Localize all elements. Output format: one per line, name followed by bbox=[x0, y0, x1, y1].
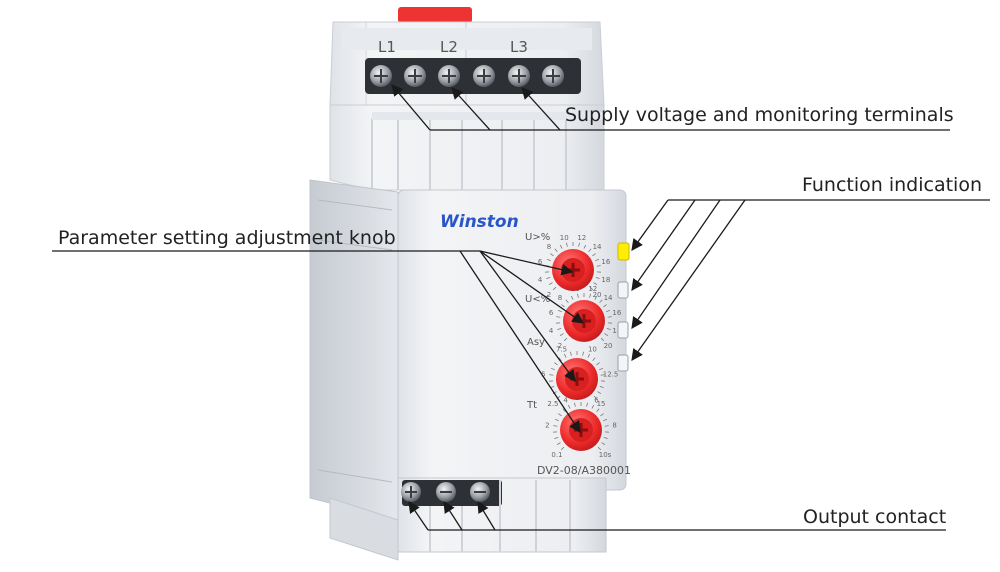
knob-label-overvoltage: U>% bbox=[525, 232, 550, 243]
knob-scale-label: 18 bbox=[601, 276, 610, 284]
knob-scale-label: 12.5 bbox=[603, 371, 619, 379]
led-relay bbox=[618, 282, 628, 298]
knob-scale-label: 14 bbox=[593, 243, 602, 251]
led-power bbox=[618, 243, 629, 260]
knob-scale-label: 6 bbox=[549, 309, 554, 317]
screw-2[interactable] bbox=[404, 65, 426, 87]
knob-scale-label: 16 bbox=[601, 258, 610, 266]
callout-function-indication: Function indication bbox=[802, 174, 982, 196]
output-screw-1[interactable] bbox=[401, 482, 421, 502]
knob-scale-label: 4 bbox=[563, 397, 568, 405]
knob-scale-label: 4 bbox=[549, 327, 554, 335]
output-screw-2[interactable] bbox=[436, 482, 456, 502]
screw-3[interactable] bbox=[438, 65, 460, 87]
output-screw-3[interactable] bbox=[470, 482, 490, 502]
knob-scale-label: 2 bbox=[545, 422, 549, 430]
din-clip bbox=[398, 7, 472, 23]
knob-scale-label: 12 bbox=[588, 285, 597, 293]
knob-scale-label: 6 bbox=[594, 397, 599, 405]
knob-scale-label: 0.1 bbox=[551, 451, 562, 459]
knob-label-asymmetry: Asy bbox=[527, 337, 545, 348]
knob-undervoltage[interactable] bbox=[563, 300, 605, 342]
knob-scale-label: 4 bbox=[538, 276, 543, 284]
knob-overvoltage[interactable] bbox=[552, 249, 594, 291]
screw-4[interactable] bbox=[473, 65, 495, 87]
terminal-label-l1: L1 bbox=[378, 38, 396, 56]
screw-1[interactable] bbox=[370, 65, 392, 87]
terminal-label-l3: L3 bbox=[510, 38, 528, 56]
knob-scale-label: 12 bbox=[577, 234, 586, 242]
model-number: DV2-08/A380001 bbox=[537, 464, 631, 477]
terminal-label-l2: L2 bbox=[440, 38, 458, 56]
led-fault-2 bbox=[618, 355, 628, 371]
knob-scale-label: 10 bbox=[560, 234, 569, 242]
callout-supply-terminals: Supply voltage and monitoring terminals bbox=[565, 104, 954, 126]
led-fault-1 bbox=[618, 322, 628, 338]
knob-scale-label: 8 bbox=[558, 294, 562, 302]
screw-6[interactable] bbox=[542, 65, 564, 87]
knob-scale-label: 20 bbox=[604, 342, 613, 350]
knob-label-time: Tt bbox=[526, 400, 537, 411]
knob-scale-label: 2.5 bbox=[547, 400, 558, 408]
screw-5[interactable] bbox=[508, 65, 530, 87]
knob-scale-label: 8 bbox=[547, 243, 551, 251]
callout-parameter-knob: Parameter setting adjustment knob bbox=[58, 227, 396, 249]
knob-scale-label: 8 bbox=[612, 422, 616, 430]
knob-time-delay[interactable] bbox=[560, 409, 602, 451]
knob-scale-label: 14 bbox=[604, 294, 613, 302]
knob-scale-label: 16 bbox=[612, 309, 621, 317]
brand-logo: Winston bbox=[440, 212, 519, 232]
callout-output-contact: Output contact bbox=[803, 506, 946, 528]
knob-scale-label: 10s bbox=[599, 451, 612, 459]
knob-scale-label: 10 bbox=[588, 346, 597, 354]
knob-scale-label: 7.5 bbox=[556, 346, 567, 354]
